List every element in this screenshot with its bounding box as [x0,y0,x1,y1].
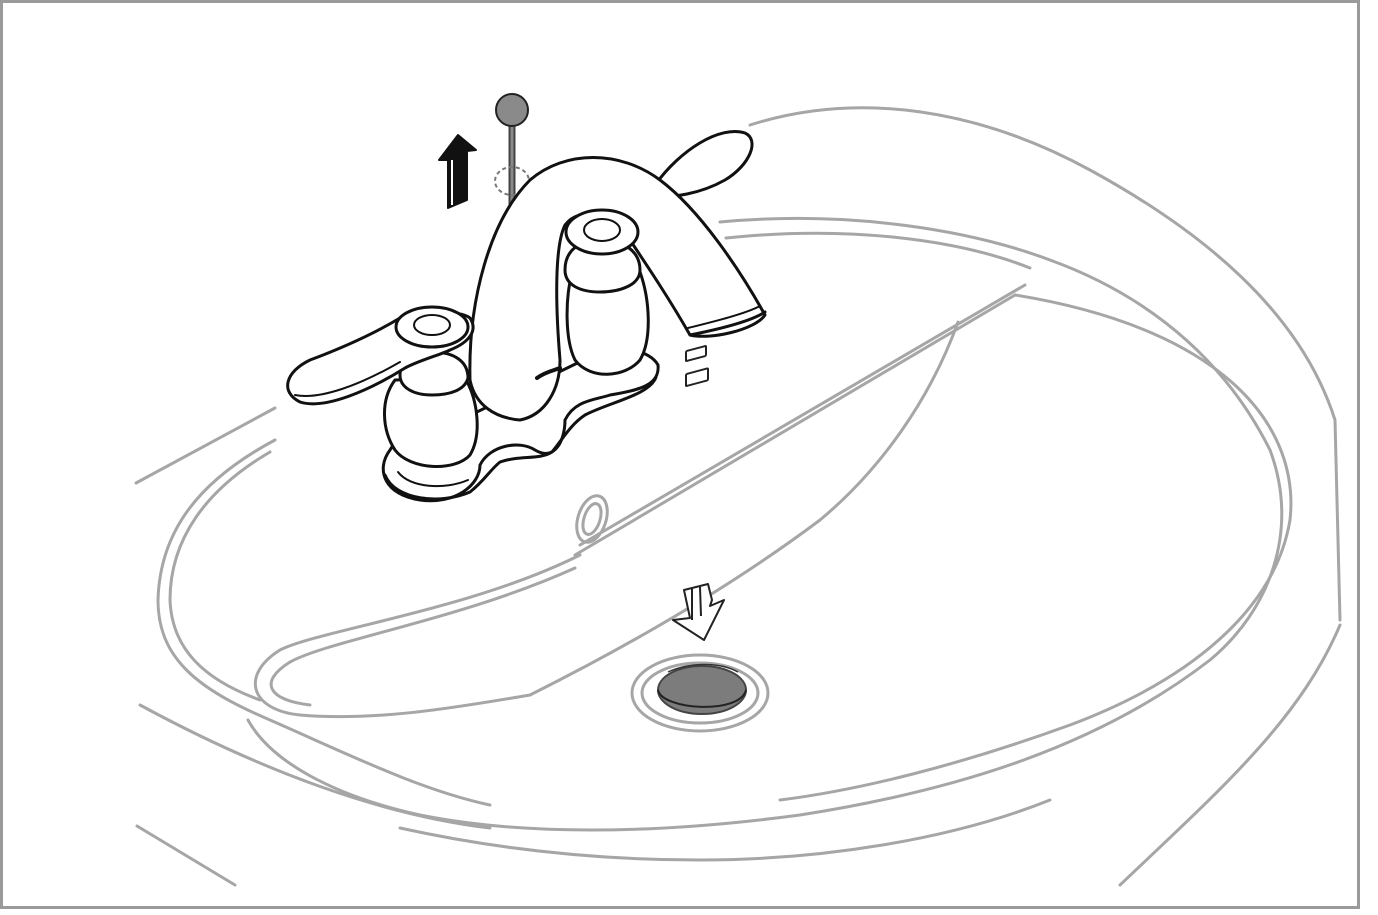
sink-deck-lower [135,824,237,887]
drain-ring-inner [640,661,760,725]
lift-rod-knob [495,93,529,127]
right-valve-body [565,270,650,376]
basin-bottom-edge [398,798,1052,862]
right-handle-lever [653,130,754,198]
basin-wall-left-2 [168,450,272,702]
drain [630,653,770,733]
basin-inner-curve [528,320,960,697]
basin-bowl-top [724,231,1032,270]
drain-stopper-rim [657,689,747,708]
faucet [286,130,767,503]
sink-deck-right [1118,623,1342,887]
sink-rim-outer [134,106,1342,622]
basin-bowl-left [253,553,582,719]
basin-bowl-outer [246,216,1284,832]
arrow-down-icon [672,345,725,641]
sink-rim-outer-2 [138,703,492,830]
arrow-up-icon [438,134,477,209]
sink [134,106,1342,887]
basin-wall-left [156,438,492,807]
overflow-hole-inner [581,502,603,536]
basin-inner-right [778,293,1293,802]
drain-ring-outer [630,653,770,733]
basin-bowl-left-2 [269,566,577,707]
left-valve-body [383,376,479,468]
deck-front [578,283,1027,547]
overflow-hole [575,494,609,544]
deck-front-2 [573,293,1017,557]
